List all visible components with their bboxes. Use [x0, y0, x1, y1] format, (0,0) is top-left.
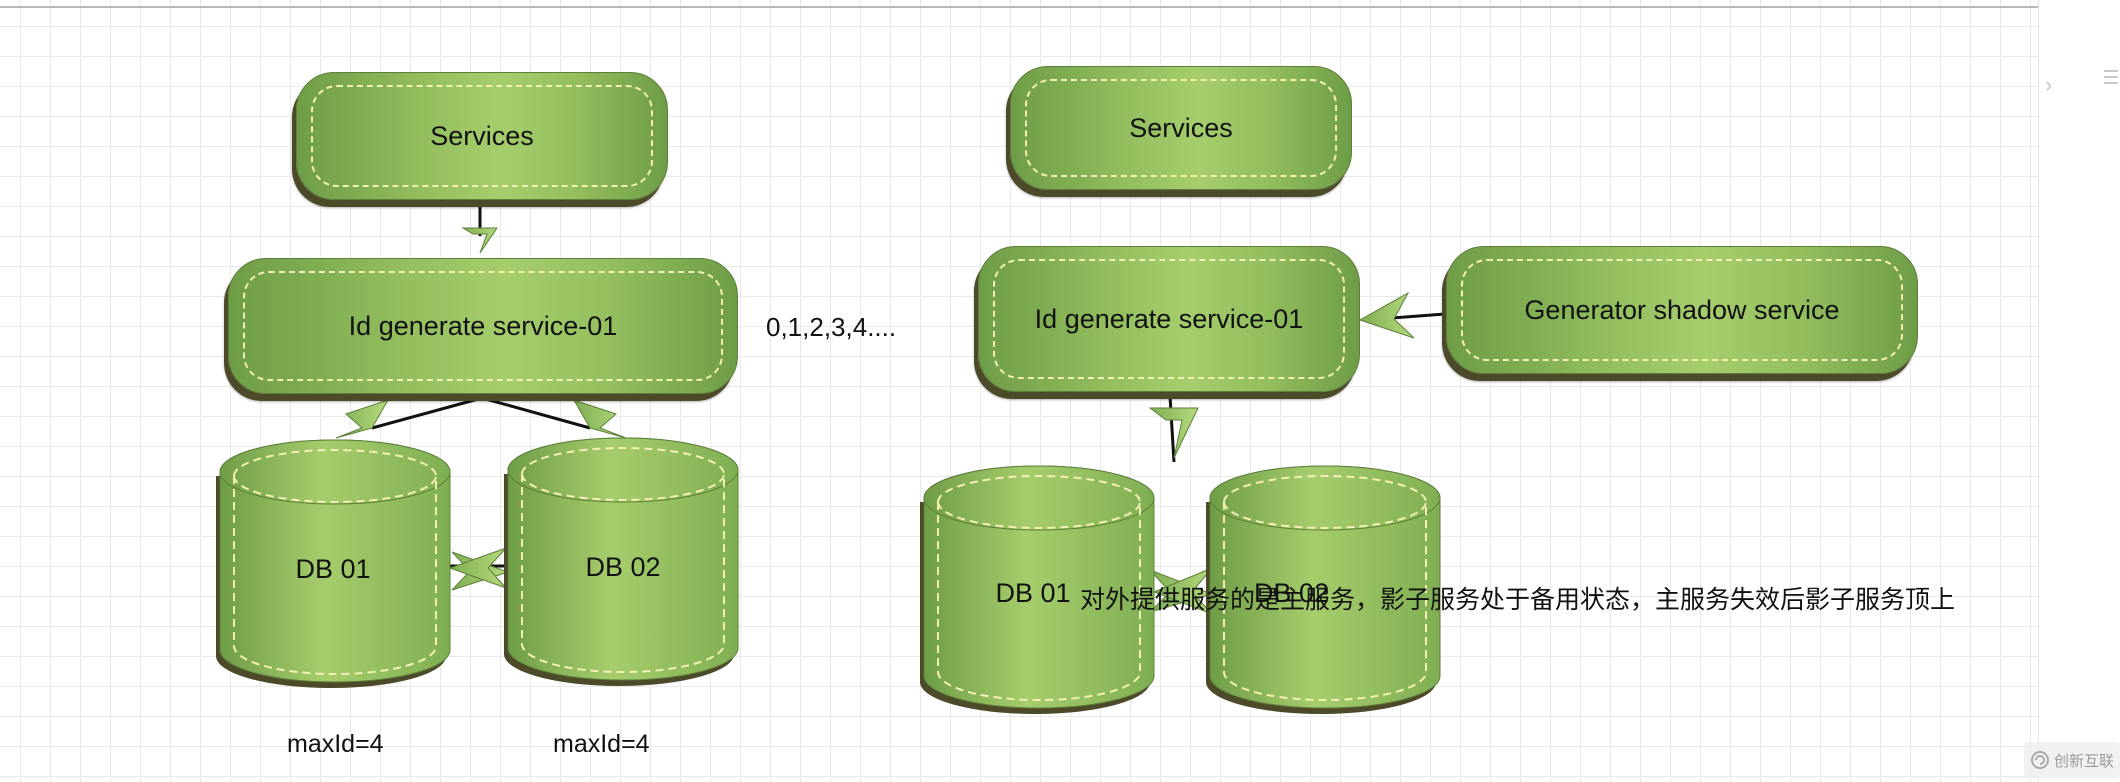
arrowhead-to-db2: [572, 399, 627, 439]
right-side-panel: [2038, 0, 2120, 782]
db02-maxid: maxId=4: [553, 730, 650, 758]
connector-idgen-to-db2: [481, 396, 591, 430]
watermark: 创新互联: [2024, 742, 2120, 778]
db02-label-left: DB 02: [585, 552, 661, 582]
canvas-top-border: [0, 6, 2038, 8]
id-generate-service-node-left[interactable]: Id generate service-01: [228, 258, 738, 394]
generator-shadow-service-label: Generator shadow service: [1524, 294, 1840, 325]
db02-cylinder-shape-right: [1206, 465, 1441, 714]
db01-cylinder-shape: [216, 439, 451, 688]
sequence-annotation: 0,1,2,3,4....: [766, 312, 897, 342]
arrowhead-to-idgen: [461, 227, 498, 254]
db01-cylinder-shape-right: [920, 465, 1155, 714]
watermark-text: 创新互联: [2053, 752, 2114, 770]
arrowhead-to-db1: [335, 399, 390, 439]
id-generate-service-label-right: Id generate service-01: [1034, 303, 1304, 334]
db02-cylinder-left[interactable]: DB 02: [504, 434, 739, 688]
failover-caption: 对外提供服务的是主服务，影子服务处于备用状态，主服务失效后影子服务顶上: [1080, 586, 1956, 614]
services-label-right: Services: [1129, 112, 1233, 143]
connector-idgen-to-db1: [371, 396, 483, 430]
menu-icon[interactable]: [2104, 70, 2118, 88]
arrowhead-to-dbs: [1148, 407, 1199, 459]
services-node-left[interactable]: Services: [296, 72, 668, 200]
connectors-layer: [335, 205, 1446, 615]
arrowhead-to-idgen-right: [1358, 291, 1415, 339]
db01-maxid: maxId=4: [287, 730, 384, 758]
watermark-logo-icon: [2030, 751, 2049, 769]
connector-idgen-to-dbs: [1168, 395, 1176, 463]
id-generate-service-label-left: Id generate service-01: [348, 310, 618, 341]
db01-cylinder-left[interactable]: DB 01: [216, 436, 451, 690]
db01-label-right: DB 01: [995, 578, 1071, 608]
db01-label-left: DB 01: [295, 554, 371, 584]
connector-shadow-to-idgen: [1391, 312, 1446, 320]
id-generate-service-node-right[interactable]: Id generate service-01: [978, 246, 1360, 392]
generator-shadow-service-node[interactable]: Generator shadow service: [1446, 246, 1918, 374]
db02-cylinder-right[interactable]: DB 02: [1206, 462, 1441, 716]
db02-label-right: DB 02: [1254, 578, 1330, 608]
services-node-right[interactable]: Services: [1010, 66, 1352, 190]
services-label-left: Services: [430, 120, 534, 151]
db01-cylinder-right[interactable]: DB 01: [920, 462, 1155, 716]
chevron-right-icon[interactable]: ›: [2045, 72, 2053, 97]
db02-cylinder-shape: [504, 437, 739, 686]
